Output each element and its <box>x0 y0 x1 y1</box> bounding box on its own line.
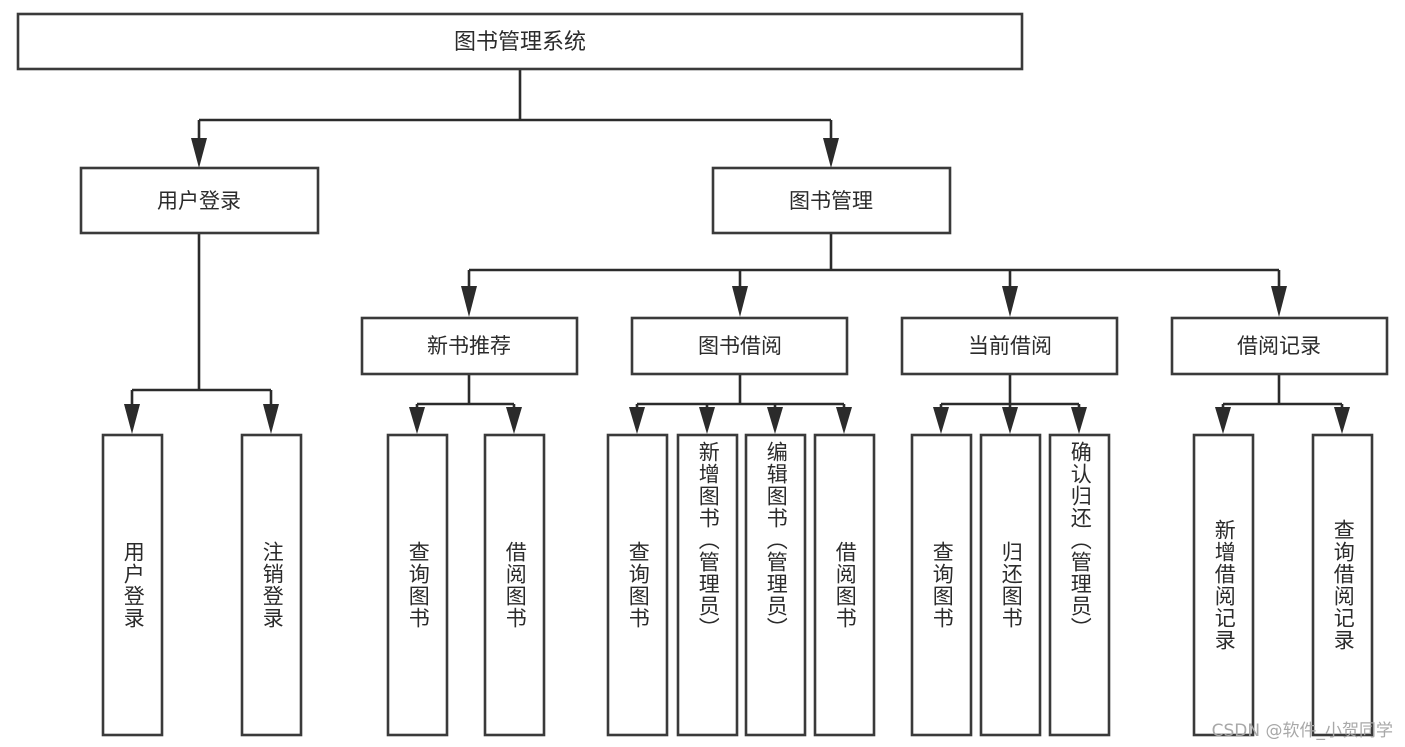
node-new-book-recommend[interactable]: 新书推荐 <box>360 316 579 376</box>
arrow-to-leaf-query-record <box>1334 407 1350 434</box>
leaf-query-book-3-box[interactable] <box>910 433 973 737</box>
connector-group <box>124 69 1350 434</box>
leaf-query-record-box[interactable] <box>1311 433 1374 737</box>
arrow-to-leaf-return-book <box>1002 407 1018 434</box>
node-user-login-label: 用户登录 <box>157 189 241 213</box>
arrow-to-leaf-edit-book <box>767 407 783 434</box>
arrow-to-current-borrow <box>1002 286 1018 317</box>
node-book-management-label: 图书管理 <box>789 189 873 213</box>
arrow-to-leaf-add-record <box>1215 407 1231 434</box>
arrow-to-leaf-user-login <box>124 404 140 434</box>
node-root[interactable]: 图书管理系统 <box>16 12 1024 71</box>
node-user-login[interactable]: 用户登录 <box>79 166 320 235</box>
arrow-to-leaf-borrow-book-2 <box>836 407 852 434</box>
arrow-to-leaf-borrow-book-1 <box>506 407 522 434</box>
node-book-management-box[interactable] <box>711 166 952 235</box>
arrow-to-borrow-record <box>1271 286 1287 317</box>
leaf-query-book-2-box[interactable] <box>606 433 669 737</box>
arrow-to-user-login <box>191 138 207 168</box>
leaf-logout-login-box[interactable] <box>240 433 303 737</box>
node-user-login-box[interactable] <box>79 166 320 235</box>
node-book-management[interactable]: 图书管理 <box>711 166 952 235</box>
arrow-to-leaf-confirm-return <box>1071 407 1087 434</box>
node-root-label: 图书管理系统 <box>454 30 586 55</box>
node-new-book-recommend-label: 新书推荐 <box>427 334 511 358</box>
leaf-box-group <box>101 433 1374 737</box>
node-root-box[interactable] <box>16 12 1024 71</box>
leaf-edit-book-box[interactable] <box>744 433 807 737</box>
leaf-borrow-book-1-box[interactable] <box>483 433 546 737</box>
node-book-borrow[interactable]: 图书借阅 <box>630 316 849 376</box>
arrow-to-leaf-query-book-3 <box>933 407 949 434</box>
leaf-borrow-book-2-box[interactable] <box>813 433 876 737</box>
node-current-borrow-label: 当前借阅 <box>968 334 1052 358</box>
node-current-borrow[interactable]: 当前借阅 <box>900 316 1119 376</box>
node-borrow-record-label: 借阅记录 <box>1237 334 1321 358</box>
leaf-add-book-box[interactable] <box>676 433 739 737</box>
leaf-query-book-1-box[interactable] <box>386 433 449 737</box>
arrow-to-leaf-logout-login <box>263 404 279 434</box>
csdn-watermark: CSDN @软件_小贺同学 <box>1211 721 1393 741</box>
arrow-to-book-borrow <box>732 286 748 317</box>
arrow-to-new-book-recommend <box>461 286 477 317</box>
leaf-return-book-box[interactable] <box>979 433 1042 737</box>
node-current-borrow-box[interactable] <box>900 316 1119 376</box>
node-book-borrow-box[interactable] <box>630 316 849 376</box>
leaf-confirm-return-box[interactable] <box>1048 433 1111 737</box>
leaf-user-login-box[interactable] <box>101 433 164 737</box>
arrow-to-leaf-add-book <box>699 407 715 434</box>
node-book-borrow-label: 图书借阅 <box>698 334 782 358</box>
node-borrow-record[interactable]: 借阅记录 <box>1170 316 1389 376</box>
leaf-add-record-box[interactable] <box>1192 433 1255 737</box>
arrow-to-book-management <box>823 138 839 168</box>
node-borrow-record-box[interactable] <box>1170 316 1389 376</box>
node-new-book-recommend-box[interactable] <box>360 316 579 376</box>
arrow-to-leaf-query-book-1 <box>409 407 425 434</box>
arrow-to-leaf-query-book-2 <box>629 407 645 434</box>
